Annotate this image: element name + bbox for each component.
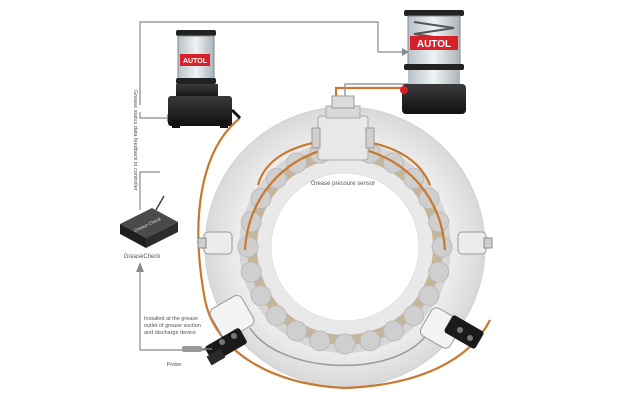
discharge-device-right: [419, 307, 484, 349]
distributor-block: [311, 95, 375, 161]
grease-check-label: GreaseCheck: [124, 254, 162, 260]
small-grease-pump: [168, 30, 242, 128]
large-pump-brand: AUTOL: [417, 39, 451, 50]
install-note-line-1: Installed at the grease: [144, 316, 198, 322]
roller: [250, 285, 272, 306]
small-pump-brand: AUTOL: [183, 58, 208, 65]
roller: [334, 333, 356, 355]
ring-sensor-right: [457, 231, 493, 255]
roller: [265, 305, 287, 327]
install-note-line-2: outlet of grease suction: [144, 323, 201, 329]
install-note-line-3: and discharge device: [144, 330, 196, 336]
ring-sensor-left: [197, 231, 233, 255]
roller: [240, 261, 262, 283]
roller: [286, 152, 307, 174]
roller: [237, 236, 259, 258]
roller: [428, 211, 450, 233]
probe: [182, 346, 212, 352]
roller: [286, 320, 307, 342]
feedback-label: Grease status data feedback to controlle…: [132, 90, 138, 191]
probe-label: Probe: [167, 362, 182, 368]
roller: [359, 330, 381, 352]
large-grease-pump: [400, 10, 466, 114]
roller: [431, 236, 453, 258]
grease-check-box: [120, 195, 178, 248]
roller: [418, 285, 440, 306]
roller: [403, 305, 425, 327]
roller: [240, 211, 262, 233]
roller: [428, 261, 450, 283]
discharge-device-left: [205, 294, 255, 366]
roller: [309, 330, 331, 352]
roller: [383, 320, 404, 342]
pressure-sensor-label: Grease pressure sensor: [311, 181, 375, 187]
